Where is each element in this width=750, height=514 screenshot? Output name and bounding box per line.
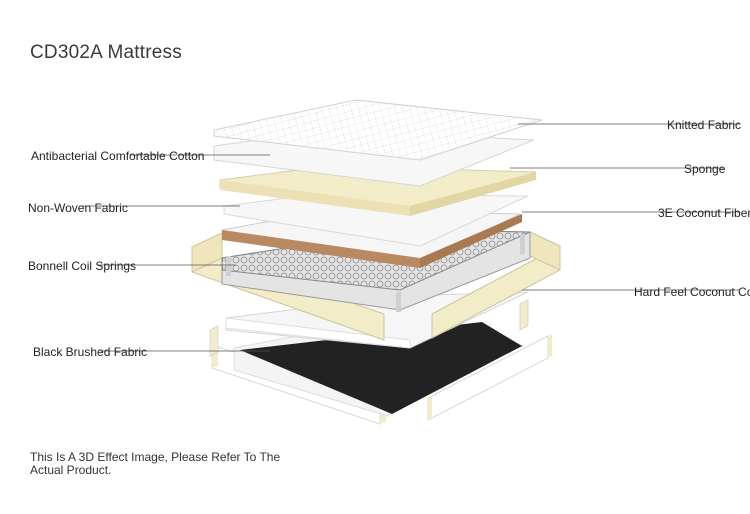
knitted-fabric-layer xyxy=(213,99,543,161)
page-title: CD302A Mattress xyxy=(30,42,182,63)
leader-lines xyxy=(80,123,740,352)
label-sponge: Sponge xyxy=(684,162,726,176)
label-knitted-fabric: Knitted Fabric xyxy=(667,118,742,132)
label-non-woven-fabric: Non-Woven Fabric xyxy=(28,201,128,215)
disclaimer-note: This Is A 3D Effect Image, Please Refer … xyxy=(30,450,281,477)
label-antibacterial-cotton: Antibacterial Comfortable Cotton xyxy=(31,149,205,163)
label-black-brushed-fabric: Black Brushed Fabric xyxy=(33,345,148,359)
label-hard-feel-coconut: Hard Feel Coconut Co xyxy=(634,285,750,299)
sponge-layer xyxy=(219,165,537,216)
label-coconut-fiber-3e: 3E Coconut Fiber xyxy=(658,206,750,220)
label-bonnell-coil-springs: Bonnell Coil Springs xyxy=(28,259,137,273)
